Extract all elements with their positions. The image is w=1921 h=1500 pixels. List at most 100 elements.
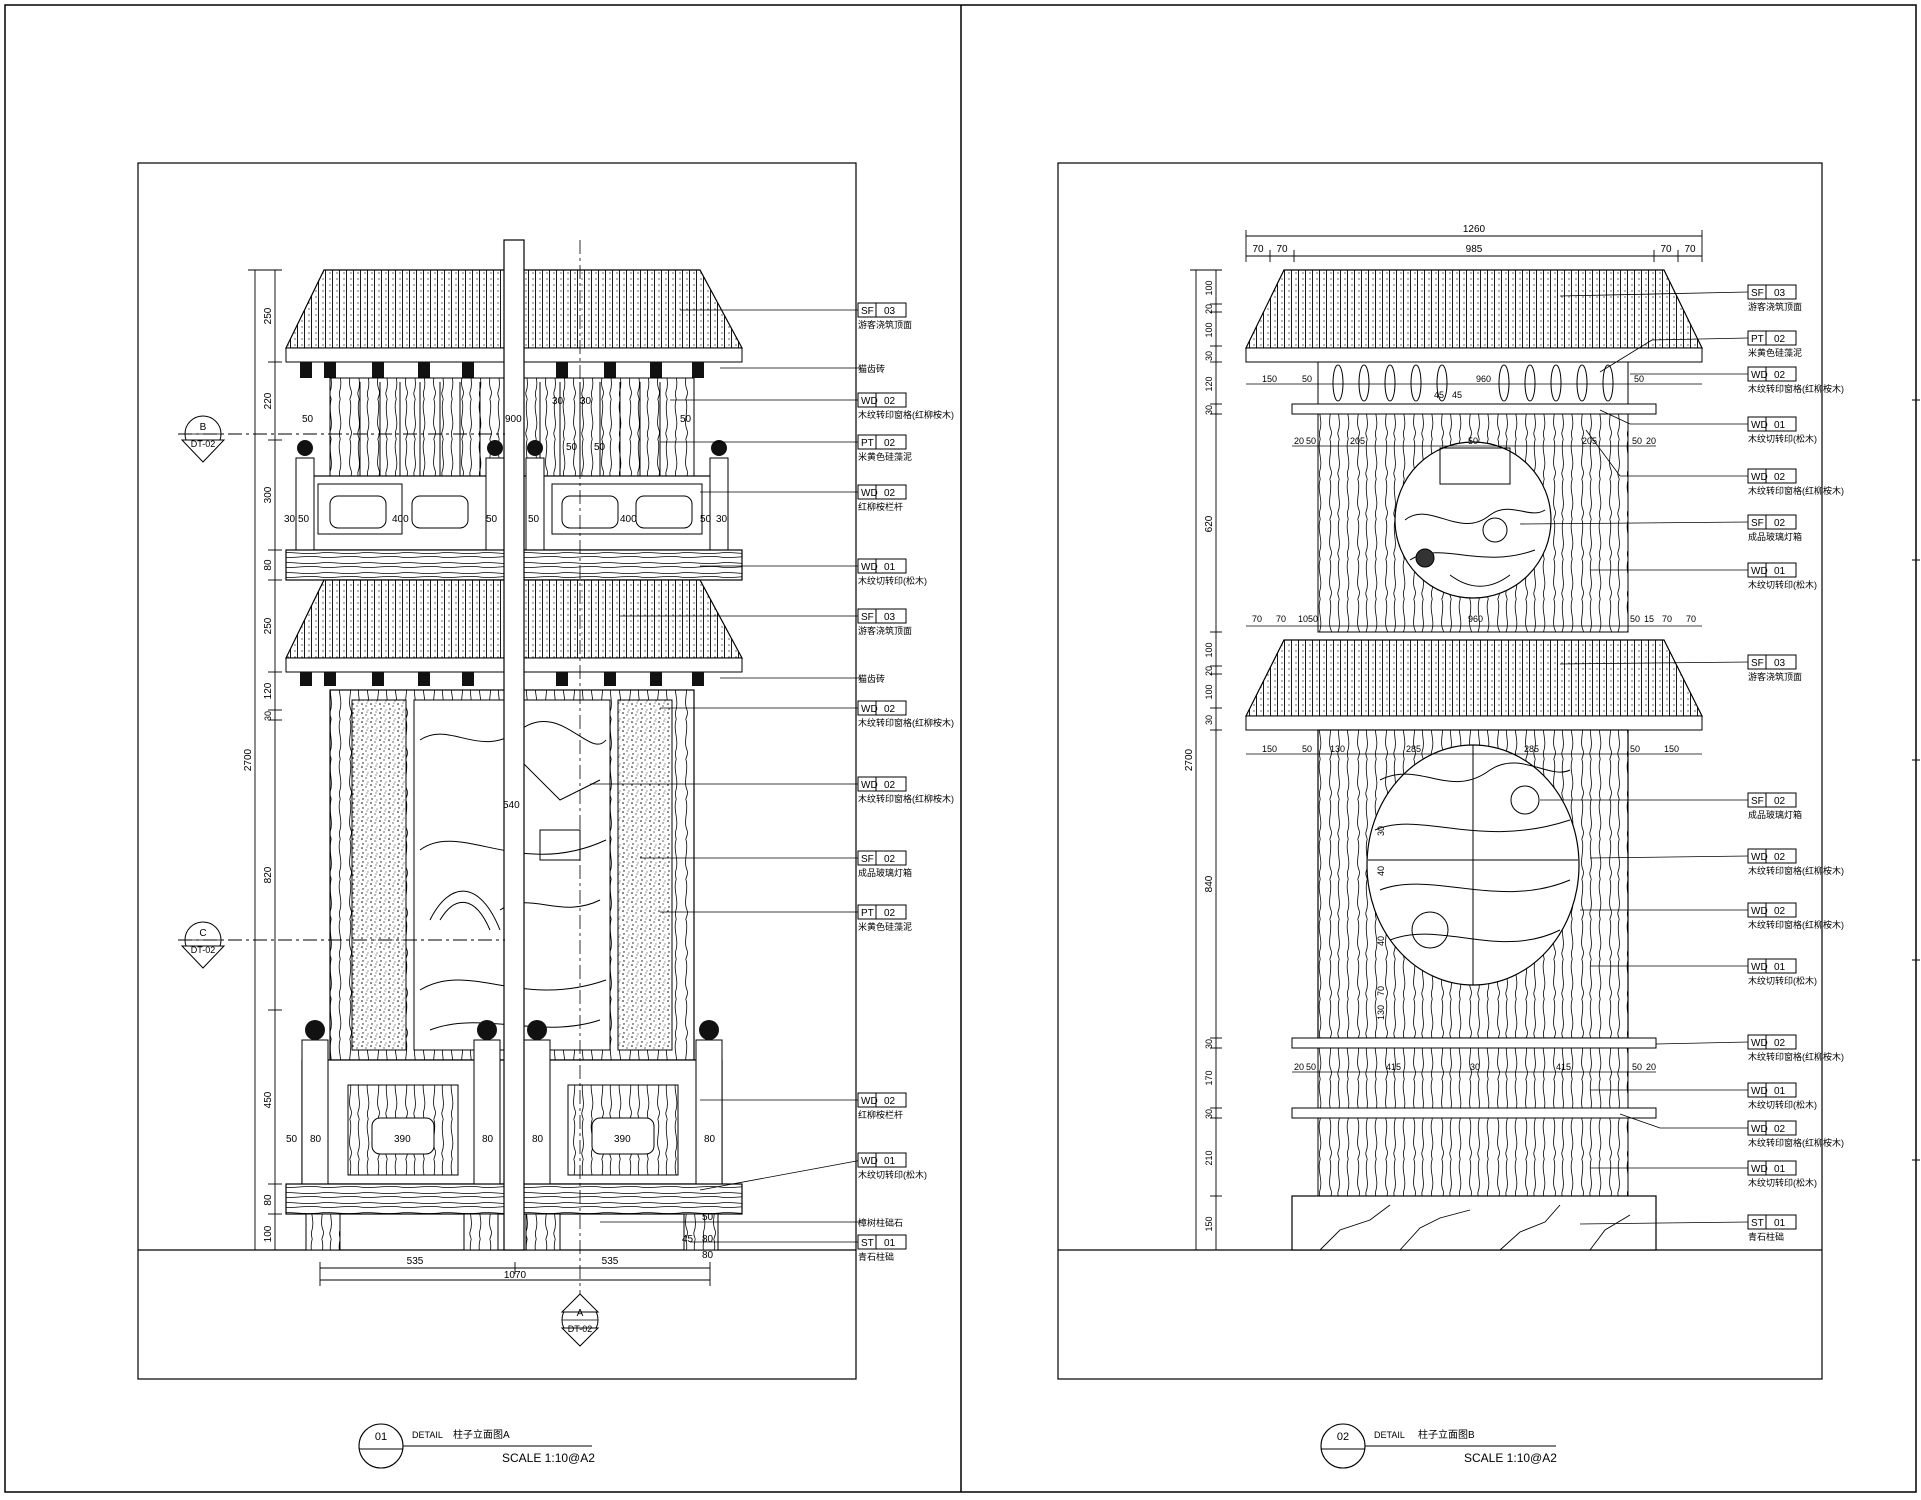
inner-dim-b-9: 50 bbox=[1468, 436, 1478, 446]
callout-code: PT bbox=[1751, 334, 1764, 345]
inner-dim-a-12: 400 bbox=[620, 514, 637, 525]
inner-dim-b-30: 415 bbox=[1386, 1062, 1401, 1072]
inner-dim-b-25: 285 bbox=[1524, 744, 1539, 754]
callout-description: 游客浇筑顶面 bbox=[858, 319, 912, 330]
dim-b-4: 120 bbox=[1204, 376, 1214, 391]
callout-code: WD bbox=[1751, 566, 1768, 577]
stone-base-b bbox=[1291, 1195, 1657, 1251]
inner-dim-b-32: 415 bbox=[1556, 1062, 1571, 1072]
dimension-chain-b bbox=[1190, 269, 1222, 1251]
upper-bracket-row-a bbox=[300, 362, 704, 378]
inner-dim-b-33: 50 bbox=[1632, 1062, 1642, 1072]
callout-number: 01 bbox=[1774, 420, 1786, 431]
inner-dim-a-23: 50 bbox=[702, 1212, 714, 1223]
inner-dim-a-25: 45 bbox=[682, 1234, 694, 1245]
sheet-number-02: 02 bbox=[1337, 1431, 1349, 1443]
inner-dim-b-2: 50 bbox=[1634, 374, 1644, 384]
callout-box bbox=[857, 392, 907, 408]
dim-b-5: 30 bbox=[1204, 405, 1214, 415]
section-a-letter: A bbox=[577, 1308, 584, 1319]
callout-code: WD bbox=[1751, 1164, 1768, 1175]
inner-dim-b-39: 40 bbox=[1376, 936, 1386, 946]
panel-a-frame bbox=[137, 162, 857, 1380]
dim-bottom-a-1: 535 bbox=[602, 1256, 619, 1267]
inner-dim-b-1: 50 bbox=[1302, 374, 1312, 384]
callout-box bbox=[857, 608, 907, 624]
dim-bottom-a-total: 1070 bbox=[504, 1270, 527, 1281]
callout-box bbox=[857, 904, 907, 920]
dim-b-13: 170 bbox=[1204, 1070, 1214, 1085]
section-marker-c: C DT-02 bbox=[178, 921, 505, 969]
callout-code: SF bbox=[1751, 796, 1764, 807]
dim-a-9: 80 bbox=[263, 1194, 274, 1206]
callout-code: SF bbox=[1751, 518, 1764, 529]
callout-number: 03 bbox=[1774, 658, 1786, 669]
dim-bottom-a-0: 535 bbox=[407, 1256, 424, 1267]
callout-code: PT bbox=[861, 438, 874, 449]
dim-b-9: 100 bbox=[1204, 684, 1214, 699]
callout-code: SF bbox=[1751, 288, 1764, 299]
inner-dim-a-4: 30 bbox=[580, 396, 592, 407]
center-pole-a bbox=[503, 239, 525, 1251]
title-block-01: 01 DETAIL 柱子立面图A SCALE 1:10@A2 bbox=[358, 1423, 595, 1469]
callout-description: 木纹转印窗格(红柳桉木) bbox=[1748, 1051, 1844, 1062]
dim-a-10: 100 bbox=[263, 1225, 274, 1242]
lower-round-art-b bbox=[1368, 745, 1578, 985]
callout-box bbox=[857, 302, 907, 318]
callout-number: 03 bbox=[884, 306, 896, 317]
dim-b-3: 30 bbox=[1204, 351, 1214, 361]
callout-number: 02 bbox=[1774, 518, 1786, 529]
inner-dim-a-6: 50 bbox=[594, 442, 606, 453]
callout-number: 01 bbox=[1774, 566, 1786, 577]
leader-lines-a bbox=[590, 309, 863, 1243]
callout-description: 木纹切转印(松木) bbox=[1748, 579, 1817, 590]
dim-b-11: 840 bbox=[1204, 875, 1215, 892]
inner-dim-b-5: 960 bbox=[1476, 374, 1491, 384]
inner-dim-b-22: 50 bbox=[1302, 744, 1312, 754]
callout-number: 02 bbox=[1774, 796, 1786, 807]
sheet-scale-02: SCALE 1:10@A2 bbox=[1464, 1451, 1557, 1465]
lightbox-left-a bbox=[351, 699, 407, 1051]
callout-number: 01 bbox=[884, 1156, 896, 1167]
top-dims-b bbox=[1245, 230, 1703, 262]
callout-description: 木纹转印窗格(红柳桉木) bbox=[1748, 485, 1844, 496]
inner-dim-b-20: 70 bbox=[1686, 614, 1696, 624]
inner-dim-a-2: 50 bbox=[680, 414, 692, 425]
callout-description: 红柳桉栏杆 bbox=[858, 501, 903, 512]
callout-description: 米黄色硅藻泥 bbox=[858, 451, 912, 462]
callout-description: 猫齿砖 bbox=[858, 363, 885, 374]
dim-a-6: 30 bbox=[263, 711, 273, 721]
callout-description: 成品玻璃灯箱 bbox=[1748, 531, 1802, 542]
section-b-ref: DT-02 bbox=[191, 439, 216, 449]
callout-number: 01 bbox=[1774, 1086, 1786, 1097]
callout-number: 02 bbox=[1774, 852, 1786, 863]
inner-dim-b-31: 30 bbox=[1470, 1062, 1480, 1072]
callout-box bbox=[857, 484, 907, 500]
callout-description: 米黄色硅藻泥 bbox=[1748, 347, 1802, 358]
callout-description: 游客浇筑顶面 bbox=[1748, 671, 1802, 682]
dim-b-total: 2700 bbox=[1184, 748, 1195, 771]
inner-dim-b-10: 205 bbox=[1582, 436, 1597, 446]
dim-a-2: 300 bbox=[263, 486, 274, 503]
callout-code: WD bbox=[861, 704, 878, 715]
callout-description: 木纹切转印(松木) bbox=[1748, 975, 1817, 986]
dim-top-b-0: 70 bbox=[1252, 244, 1264, 255]
inner-dim-a-1: 900 bbox=[505, 414, 522, 425]
inner-dim-b-23: 130 bbox=[1330, 744, 1345, 754]
inner-dim-a-5: 50 bbox=[566, 442, 578, 453]
column-elevation-b bbox=[1245, 269, 1703, 1251]
callout-description: 红柳桉栏杆 bbox=[858, 1109, 903, 1120]
callout-box bbox=[857, 1152, 907, 1168]
sheet-edge-ticks bbox=[1912, 399, 1920, 1161]
inner-dim-a-21: 390 bbox=[614, 1134, 631, 1145]
callout-code: ST bbox=[861, 1238, 874, 1249]
callout-code: WD bbox=[1751, 962, 1768, 973]
callout-code: WD bbox=[861, 488, 878, 499]
stone-cracks-b bbox=[1319, 1204, 1631, 1251]
inner-dim-a-26: 80 bbox=[702, 1234, 714, 1245]
section-c-ref: DT-02 bbox=[191, 945, 216, 955]
inner-dim-a-19: 80 bbox=[482, 1134, 494, 1145]
inner-dim-a-13: 50 bbox=[700, 514, 712, 525]
callout-code: WD bbox=[1751, 420, 1768, 431]
